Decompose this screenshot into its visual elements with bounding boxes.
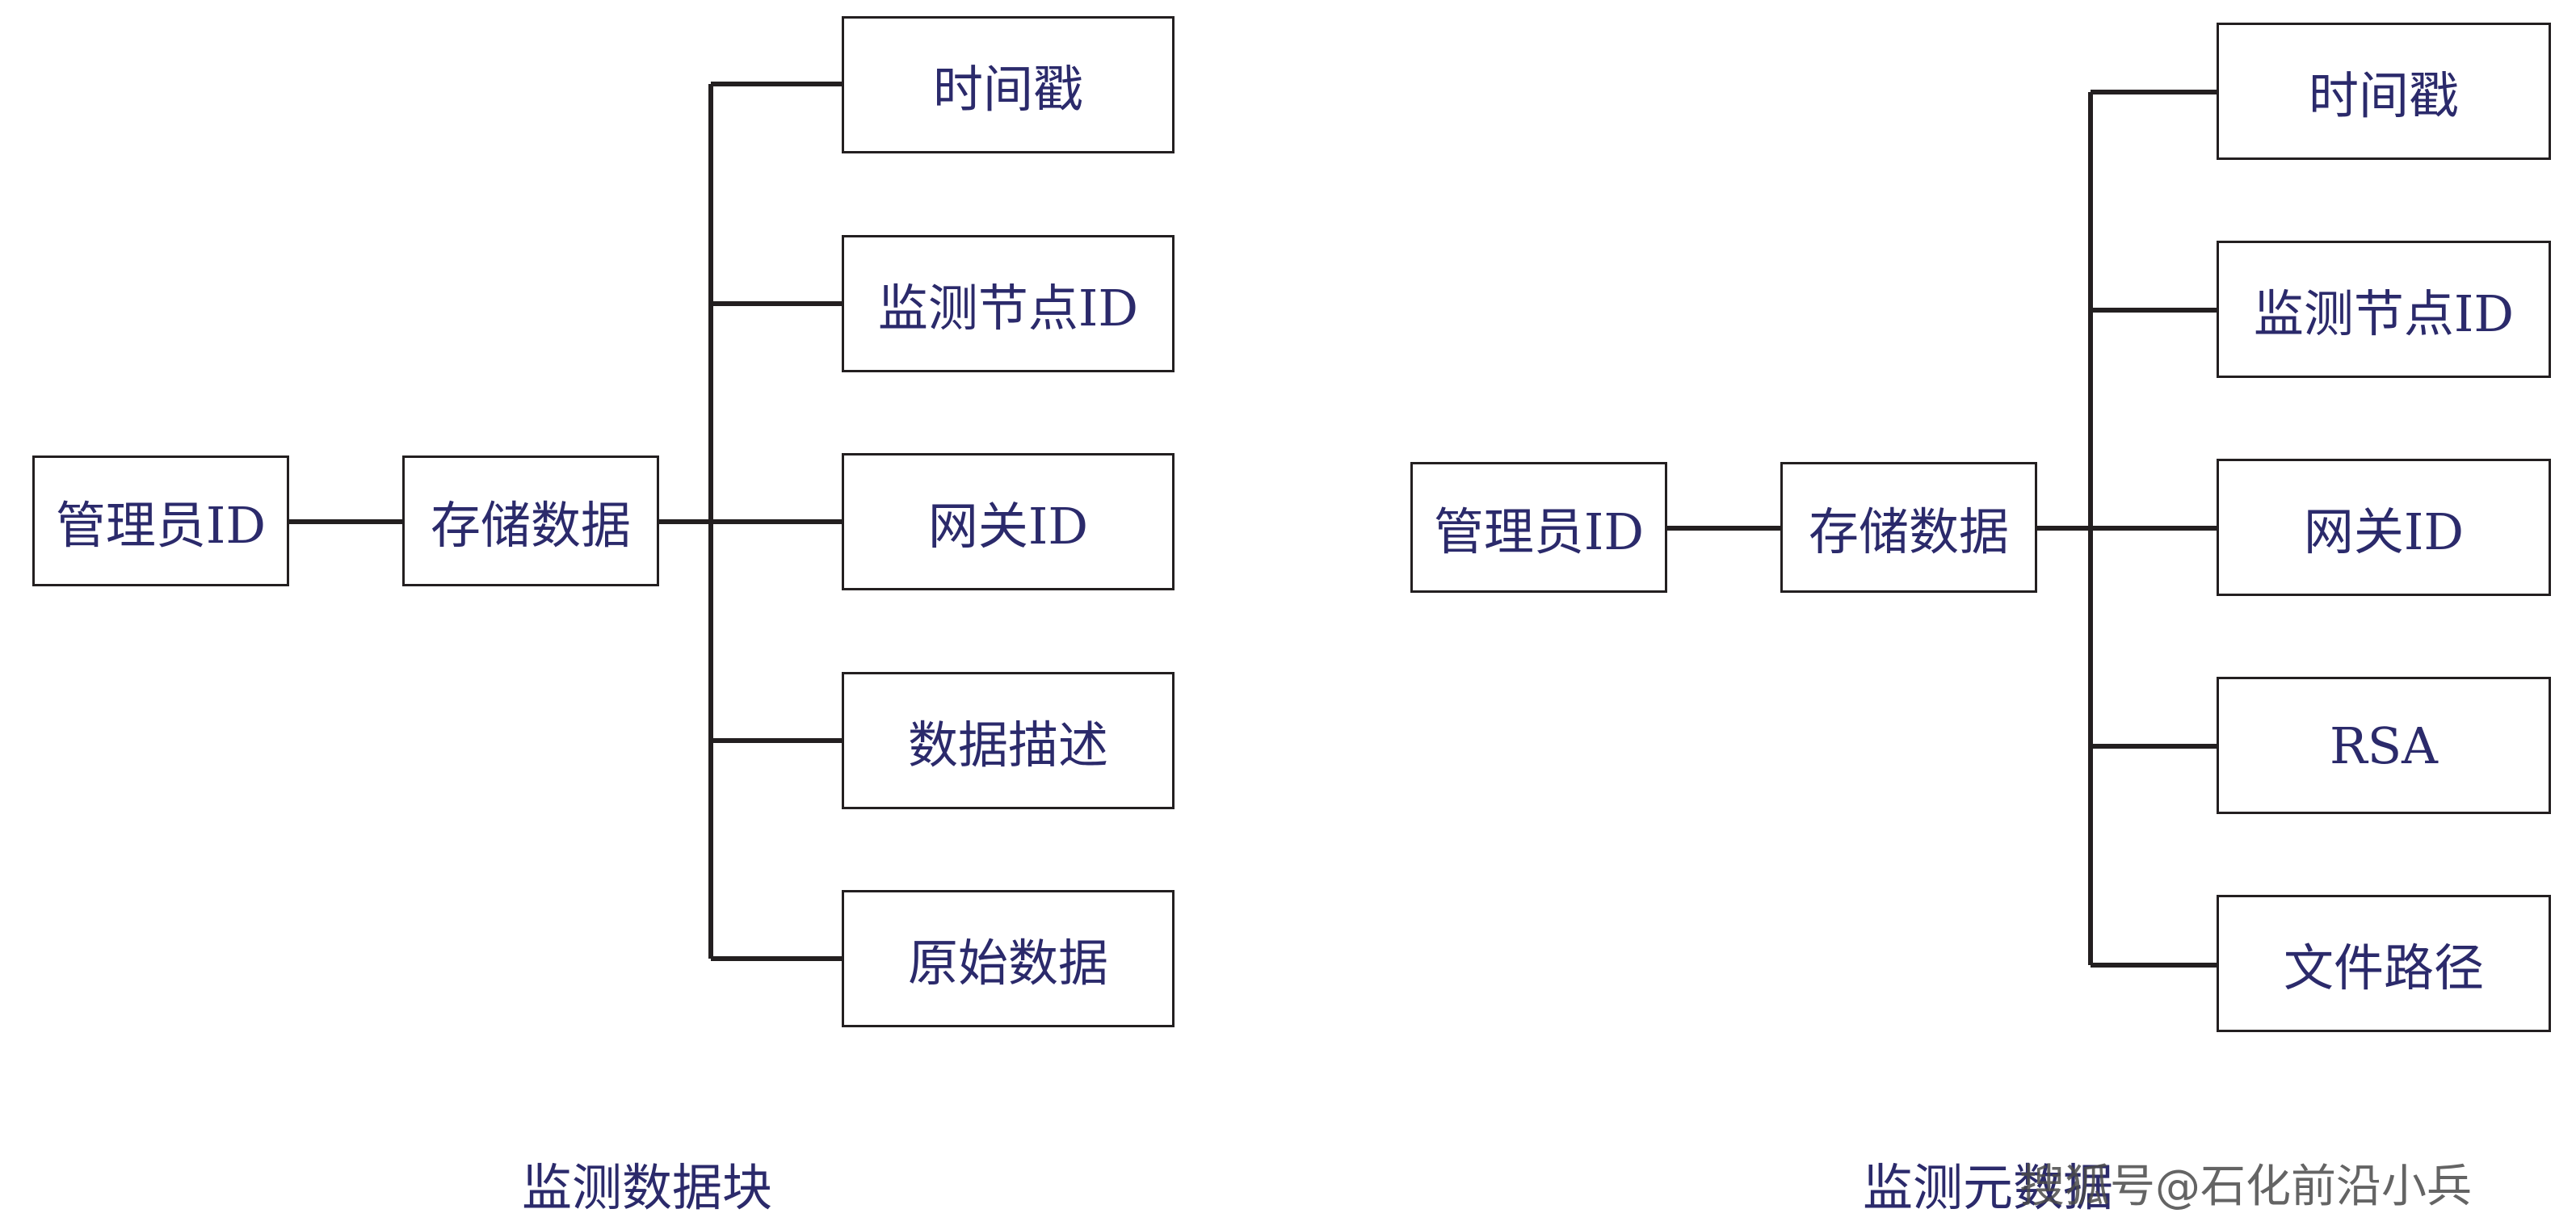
- watermark-text: 搜狐号@石化前沿小兵: [2019, 1161, 2472, 1213]
- left-field-node-5: 原始数据: [842, 890, 1175, 1027]
- right-field-node-4: RSA: [2217, 677, 2551, 814]
- left-field-label-2: 监测节点ID: [877, 279, 1139, 338]
- right-field-label-5: 文件路径: [2283, 938, 2484, 997]
- right-field-node-1: 时间戳: [2217, 23, 2551, 160]
- left-field-node-1: 时间戳: [842, 16, 1175, 153]
- right-field-node-2: 监测节点ID: [2217, 241, 2551, 378]
- left-field-node-3: 网关ID: [842, 453, 1175, 590]
- right-field-node-5: 文件路径: [2217, 895, 2551, 1032]
- right-field-label-1: 时间戳: [2308, 66, 2459, 125]
- left-store-data-node: 存储数据: [402, 455, 659, 586]
- left-caption: 监测数据块: [522, 1158, 773, 1217]
- right-field-node-3: 网关ID: [2217, 459, 2551, 596]
- right-admin-id-node: 管理员ID: [1410, 462, 1667, 593]
- left-field-label-5: 原始数据: [907, 934, 1108, 993]
- left-admin-id-node: 管理员ID: [32, 455, 289, 586]
- right-field-label-2: 监测节点ID: [2253, 284, 2515, 343]
- left-store-data-label: 存储数据: [430, 496, 631, 555]
- right-store-data-node: 存储数据: [1780, 462, 2037, 593]
- right-caption: 监测元数据: [1863, 1158, 2114, 1217]
- left-field-node-2: 监测节点ID: [842, 235, 1175, 372]
- left-admin-id-label: 管理员ID: [55, 496, 267, 555]
- right-store-data-label: 存储数据: [1808, 502, 2009, 561]
- left-field-label-3: 网关ID: [927, 497, 1089, 556]
- right-admin-id-label: 管理员ID: [1433, 502, 1645, 561]
- left-field-label-1: 时间戳: [932, 60, 1083, 119]
- right-field-label-4: RSA: [2330, 716, 2438, 775]
- left-field-label-4: 数据描述: [907, 716, 1108, 775]
- right-field-label-3: 网关ID: [2303, 502, 2465, 561]
- left-field-node-4: 数据描述: [842, 672, 1175, 809]
